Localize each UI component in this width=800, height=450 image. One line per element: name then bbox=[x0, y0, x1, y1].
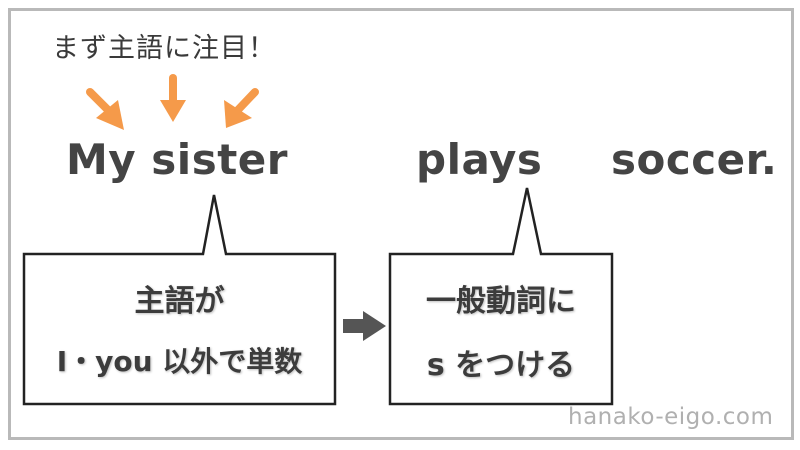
note-text: まず主語に注目！ bbox=[52, 33, 276, 64]
orange-arrow-right bbox=[224, 88, 259, 128]
connector-arrow-icon bbox=[343, 311, 386, 341]
right-box-line2: s をつける bbox=[426, 348, 576, 383]
right-speech-box bbox=[388, 187, 614, 406]
object-text: soccer. bbox=[611, 135, 778, 184]
verb-text: plays bbox=[416, 135, 543, 184]
site-credit: hanako-eigo.com bbox=[568, 404, 774, 430]
orange-arrow-middle bbox=[160, 74, 186, 122]
right-box-line1: 一般動詞に bbox=[426, 284, 576, 319]
left-box-line1: 主語が bbox=[134, 284, 225, 319]
left-speech-box bbox=[22, 194, 337, 406]
left-box-line2: I・you 以外で単数 bbox=[56, 345, 303, 378]
subject-text: My sister bbox=[66, 135, 288, 184]
orange-arrow-left bbox=[86, 88, 124, 130]
